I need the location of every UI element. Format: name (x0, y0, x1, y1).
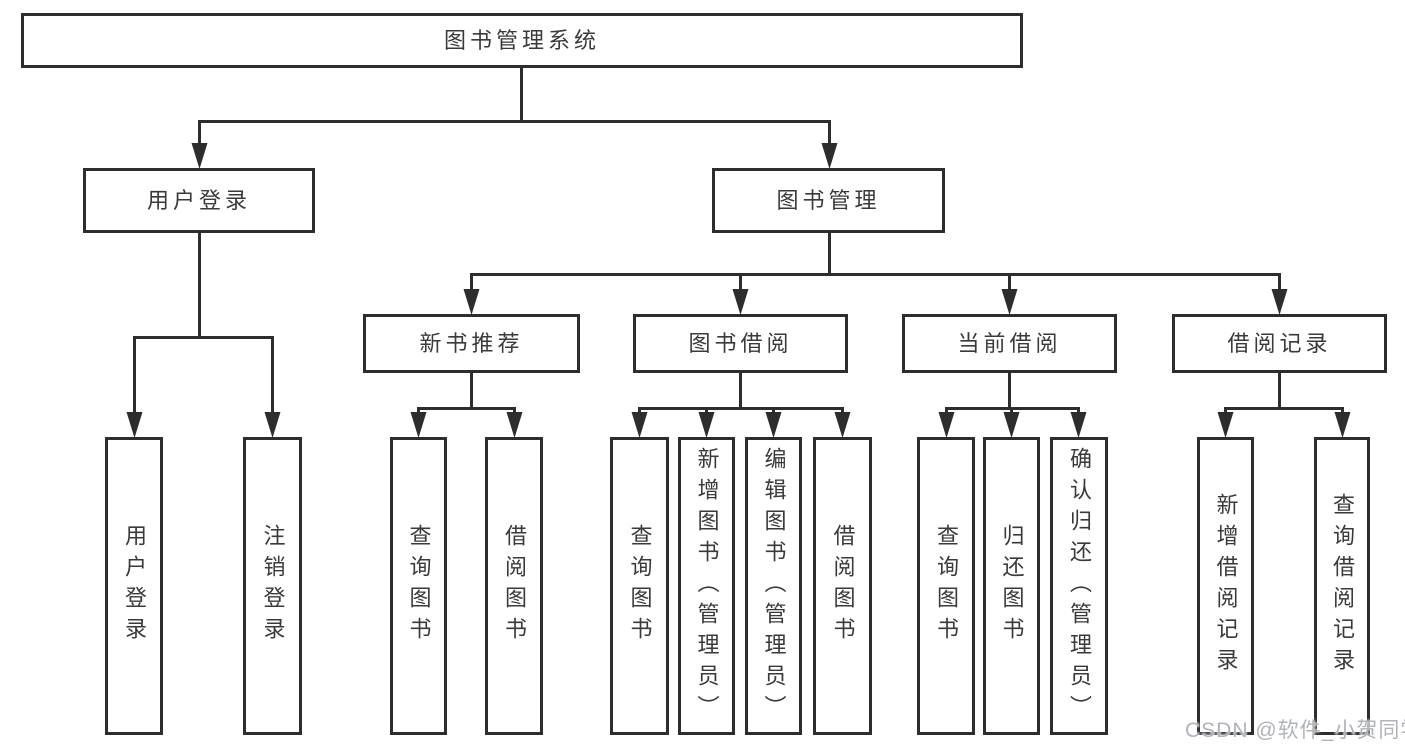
connector-root-to-level2 (198, 68, 831, 144)
arrowhead-down-icon (631, 412, 648, 438)
arrowhead-down-icon (732, 289, 749, 315)
connector-current-borrowing-to-children (945, 373, 1080, 414)
node-current-borrowing: 当前借阅 (902, 314, 1117, 373)
node-cb-query-books: 查询图书 (917, 437, 975, 735)
connector-user-login-to-children (133, 233, 274, 414)
node-br-add-record: 新增借阅记录 (1197, 437, 1254, 735)
node-cb-confirm-return: 确认归还（管理员） (1050, 437, 1108, 735)
node-bb-add-books: 新增图书（管理员） (678, 437, 735, 735)
node-bb-edit-books: 编辑图书（管理员） (745, 437, 802, 735)
csdn-watermark: CSDN @软件_小贺同学 (1185, 719, 1405, 742)
node-bb-borrow-books: 借阅图书 (813, 437, 872, 735)
arrowheads (126, 143, 1351, 438)
node-user-login-group: 用户登录 (83, 168, 315, 233)
arrowhead-down-icon (1001, 289, 1018, 315)
arrowhead-down-icon (463, 289, 480, 315)
node-logout: 注销登录 (243, 437, 302, 735)
node-book-borrowing: 图书借阅 (633, 314, 848, 373)
arrowhead-down-icon (410, 412, 427, 438)
node-cb-return-books: 归还图书 (983, 437, 1040, 735)
node-root: 图书管理系统 (21, 13, 1023, 68)
node-book-management: 图书管理 (712, 168, 945, 233)
connector-new-book-recommend-to-children (417, 373, 516, 414)
arrowhead-down-icon (1217, 412, 1234, 438)
arrowhead-down-icon (938, 412, 955, 438)
arrowhead-down-icon (765, 412, 782, 438)
arrowhead-down-icon (821, 143, 838, 169)
node-br-query-record: 查询借阅记录 (1314, 437, 1370, 735)
node-nb-borrow-books: 借阅图书 (485, 437, 543, 735)
node-bb-query-books: 查询图书 (610, 437, 669, 735)
arrowhead-down-icon (1334, 412, 1351, 438)
arrowhead-down-icon (1003, 412, 1020, 438)
node-borrowing-records: 借阅记录 (1172, 314, 1387, 373)
node-user-login: 用户登录 (105, 437, 163, 735)
arrowhead-down-icon (264, 412, 281, 438)
arrowhead-down-icon (126, 412, 143, 438)
node-nb-query-books: 查询图书 (390, 437, 447, 735)
arrowhead-down-icon (1070, 412, 1087, 438)
connector-borrowing-records-to-children (1224, 373, 1344, 414)
arrowhead-down-icon (506, 412, 523, 438)
connector-book-borrowing-to-children (638, 373, 844, 414)
arrowhead-down-icon (834, 412, 851, 438)
arrowhead-down-icon (698, 412, 715, 438)
node-new-book-recommend: 新书推荐 (363, 314, 580, 373)
arrowhead-down-icon (191, 143, 208, 169)
connector-book-management-to-level3 (470, 233, 1281, 291)
arrowhead-down-icon (1271, 289, 1288, 315)
